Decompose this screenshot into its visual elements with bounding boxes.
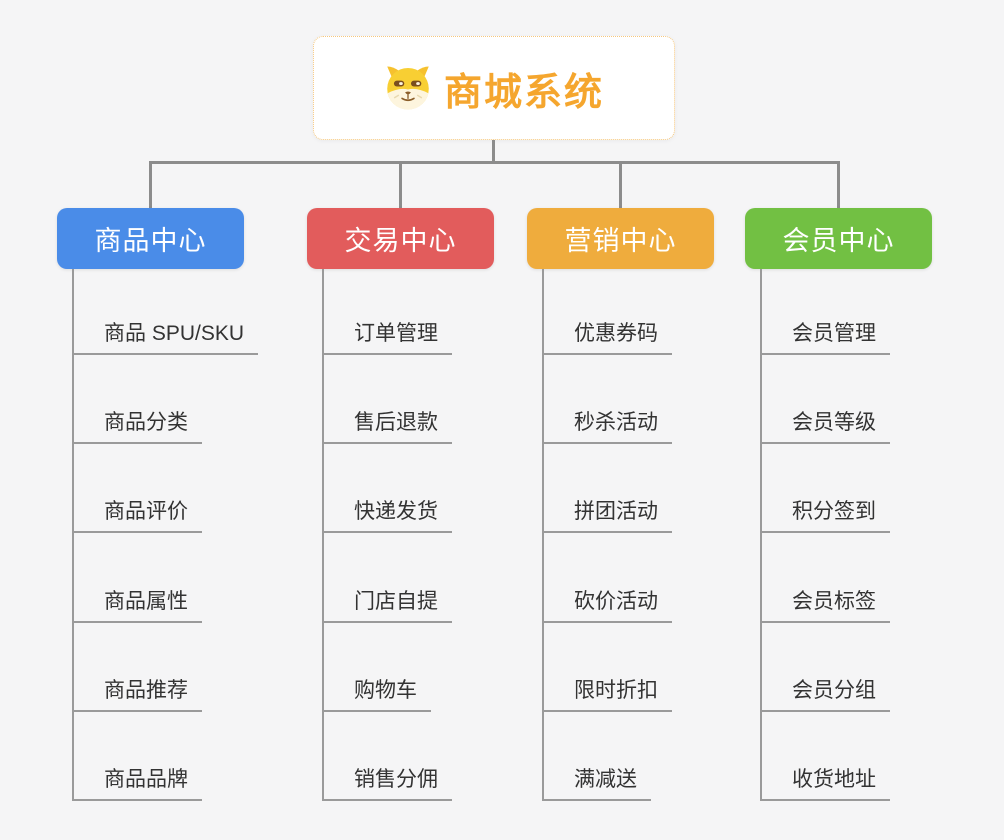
- leaf-node-2-3[interactable]: 砍价活动: [542, 584, 672, 623]
- branch-node-1[interactable]: 交易中心: [307, 208, 494, 269]
- leaf-node-3-3[interactable]: 会员标签: [760, 584, 890, 623]
- branch-node-2[interactable]: 营销中心: [527, 208, 714, 269]
- leaf-node-2-0[interactable]: 优惠券码: [542, 316, 672, 355]
- leaf-node-1-1[interactable]: 售后退款: [322, 405, 452, 444]
- leaf-node-2-2[interactable]: 拼团活动: [542, 494, 672, 533]
- branch-node-0[interactable]: 商品中心: [57, 208, 244, 269]
- root-node[interactable]: 商城系统: [313, 36, 675, 140]
- connector-branch-drop-0: [149, 161, 152, 208]
- leaf-node-1-5[interactable]: 销售分佣: [322, 762, 452, 801]
- connector-column-trunk-1: [322, 269, 324, 801]
- leaf-node-3-5[interactable]: 收货地址: [760, 762, 890, 801]
- leaf-node-1-0[interactable]: 订单管理: [322, 316, 452, 355]
- connector-branch-drop-2: [619, 161, 622, 208]
- leaf-node-1-2[interactable]: 快递发货: [322, 494, 452, 533]
- connector-horizontal-bus: [149, 161, 840, 164]
- connector-column-trunk-0: [72, 269, 74, 801]
- leaf-node-0-3[interactable]: 商品属性: [72, 584, 202, 623]
- leaf-node-3-1[interactable]: 会员等级: [760, 405, 890, 444]
- connector-column-trunk-2: [542, 269, 544, 801]
- leaf-node-2-5[interactable]: 满减送: [542, 762, 651, 801]
- root-title: 商城系统: [443, 71, 604, 114]
- branch-node-3[interactable]: 会员中心: [745, 208, 932, 269]
- leaf-node-2-1[interactable]: 秒杀活动: [542, 405, 672, 444]
- leaf-node-1-3[interactable]: 门店自提: [322, 584, 452, 623]
- leaf-node-2-4[interactable]: 限时折扣: [542, 673, 672, 712]
- connector-root-stub: [492, 140, 495, 163]
- leaf-node-3-0[interactable]: 会员管理: [760, 316, 890, 355]
- connector-column-trunk-3: [760, 269, 762, 801]
- leaf-node-3-2[interactable]: 积分签到: [760, 494, 890, 533]
- leaf-node-0-4[interactable]: 商品推荐: [72, 673, 202, 712]
- leaf-node-0-2[interactable]: 商品评价: [72, 494, 202, 533]
- leaf-node-0-5[interactable]: 商品品牌: [72, 762, 202, 801]
- dog-face-icon: [387, 66, 429, 110]
- leaf-node-0-1[interactable]: 商品分类: [72, 405, 202, 444]
- connector-branch-drop-1: [399, 161, 402, 208]
- leaf-node-3-4[interactable]: 会员分组: [760, 673, 890, 712]
- connector-branch-drop-3: [837, 161, 840, 208]
- leaf-node-0-0[interactable]: 商品 SPU/SKU: [72, 316, 259, 355]
- leaf-node-1-4[interactable]: 购物车: [322, 673, 431, 712]
